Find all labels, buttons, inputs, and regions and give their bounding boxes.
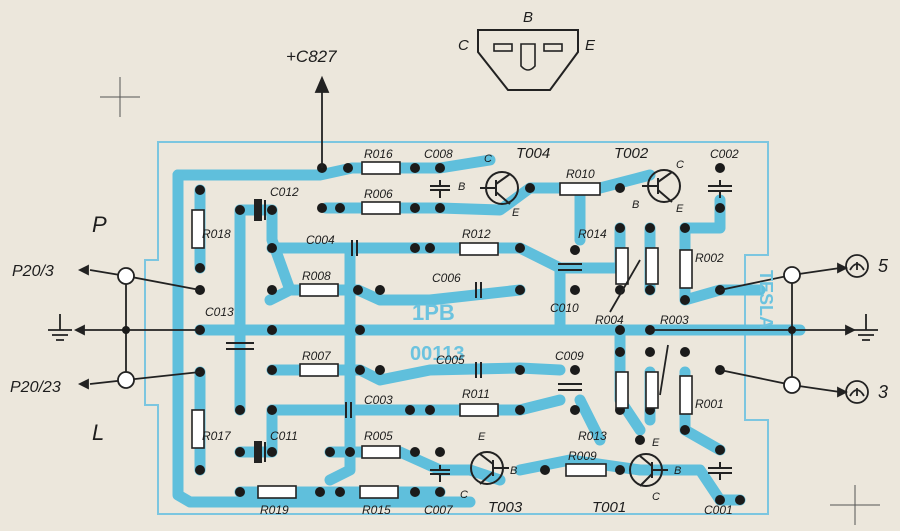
t001-c-pin-label: C [652, 491, 660, 503]
r010-label: R010 [566, 167, 595, 181]
tesla-brand-label: TESLA [756, 270, 776, 329]
t001-e-pin-label: E [652, 437, 660, 449]
transistor-pinout-diagram: C B E [458, 9, 596, 91]
r007-label: R007 [302, 349, 332, 363]
r016-label: R016 [364, 147, 393, 161]
r009-label: R009 [568, 449, 597, 463]
p20-3-label: P20/3 [12, 263, 54, 280]
c001-label: C001 [704, 503, 733, 517]
r011-label: R011 [462, 387, 490, 401]
r002-label: R002 [695, 251, 724, 265]
connector-terminals [117, 266, 801, 394]
r012-label: R012 [462, 227, 491, 241]
transistor-pin-labels: C B E C B E E B C E B C [458, 153, 684, 503]
r006-label: R006 [364, 187, 393, 201]
r014-label: R014 [578, 227, 607, 241]
resistor-labels: R016 R006 R010 R018 R012 R014 R002 R008 … [202, 147, 724, 517]
r018-label: R018 [202, 227, 231, 241]
r015-label: R015 [362, 503, 391, 517]
resistor-bodies [191, 161, 693, 499]
c008-label: C008 [424, 147, 453, 161]
ground-junctions [122, 326, 796, 334]
external-wiring [48, 75, 878, 404]
r003-label: R003 [660, 313, 689, 327]
r019-label: R019 [260, 503, 289, 517]
t002-c-pin-label: C [676, 159, 684, 171]
board-outline [144, 141, 769, 515]
capacitor-labels: C008 C002 C012 C004 C006 C010 C013 C005 … [205, 147, 739, 517]
t004-e-pin-label: E [512, 207, 520, 219]
p-channel-label: P [92, 212, 107, 237]
r008-label: R008 [302, 269, 331, 283]
r017-label: R017 [202, 429, 232, 443]
r001-label: R001 [695, 397, 724, 411]
r005-label: R005 [364, 429, 393, 443]
c007-label: C007 [424, 503, 454, 517]
p20-23-label: P20/23 [10, 379, 61, 396]
t001-b-pin-label: B [674, 465, 681, 477]
t004-b-pin-label: B [458, 181, 465, 193]
c002-label: C002 [710, 147, 739, 161]
c011-label: C011 [270, 429, 298, 443]
c010-label: C010 [550, 301, 579, 315]
board-code-label: 1PB [412, 300, 455, 325]
pinout-e-label: E [585, 37, 596, 54]
c012-label: C012 [270, 185, 299, 199]
transistor-labels: T004 T002 T003 T001 [488, 145, 649, 516]
c009-label: C009 [555, 349, 584, 363]
t004-c-pin-label: C [484, 153, 492, 165]
output-3-label: 3 [878, 382, 888, 402]
c003-label: C003 [364, 393, 393, 407]
pinout-c-label: C [458, 37, 469, 54]
c013-label: C013 [205, 305, 234, 319]
t002-e-pin-label: E [676, 203, 684, 215]
r004-label: R004 [595, 313, 624, 327]
t002-b-pin-label: B [632, 199, 639, 211]
t003-b-pin-label: B [510, 465, 517, 477]
solder-pads [195, 163, 745, 505]
board-number-label: 00113 [410, 343, 465, 365]
l-channel-label: L [92, 420, 104, 445]
t003-label: T003 [488, 499, 523, 516]
t003-c-pin-label: C [460, 489, 468, 501]
c005-label: C005 [436, 353, 465, 367]
r013-label: R013 [578, 429, 607, 443]
t003-e-pin-label: E [478, 431, 486, 443]
t002-label: T002 [614, 145, 649, 162]
t004-label: T004 [516, 145, 550, 162]
c004-label: C004 [306, 233, 335, 247]
c006-label: C006 [432, 271, 461, 285]
c827-supply-label: +C827 [286, 47, 337, 66]
pinout-b-label: B [523, 9, 533, 26]
output-5-label: 5 [878, 256, 889, 276]
capacitor-symbols [226, 180, 732, 482]
t001-label: T001 [592, 499, 626, 516]
transistor-symbols [470, 169, 681, 487]
registration-marks [100, 77, 880, 525]
